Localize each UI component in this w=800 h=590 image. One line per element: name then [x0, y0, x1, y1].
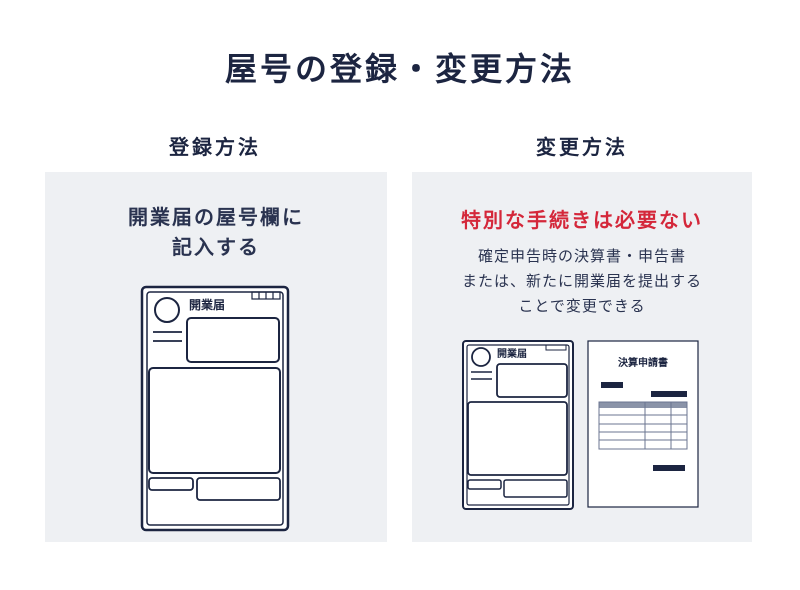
registration-line-2: 記入する — [172, 235, 260, 259]
no-procedure-highlight: 特別な手続きは必要ない — [461, 208, 703, 232]
change-line-1: 確定申告時の決算書・申告書 — [477, 247, 686, 265]
registration-line-1: 開業届の屋号欄に — [128, 205, 304, 229]
registration-instructions: 開業届の屋号欄に 記入する — [45, 202, 387, 262]
small-form-title-label: 開業届 — [497, 347, 527, 360]
form-title-label: 開業届 — [189, 297, 225, 312]
business-start-form-illustration: 開業届 — [140, 285, 290, 532]
registration-panel: 開業届の屋号欄に 記入する 開業届 — [45, 172, 387, 542]
business-start-form-small-illustration: 開業届 — [462, 340, 574, 510]
change-panel: 特別な手続きは必要ない 確定申告時の決算書・申告書 または、新たに開業届を提出す… — [412, 172, 752, 542]
change-heading: 変更方法 — [536, 135, 628, 159]
financial-statement-illustration: 決算申請書 — [587, 340, 699, 508]
registration-heading: 登録方法 — [169, 135, 261, 159]
document-title-label: 決算申請書 — [618, 356, 668, 369]
page-title: 屋号の登録・変更方法 — [224, 50, 575, 88]
change-line-2: または、新たに開業届を提出する — [461, 272, 702, 290]
change-line-3: ことで変更できる — [518, 297, 646, 315]
change-instructions: 確定申告時の決算書・申告書 または、新たに開業届を提出する ことで変更できる — [412, 244, 752, 319]
